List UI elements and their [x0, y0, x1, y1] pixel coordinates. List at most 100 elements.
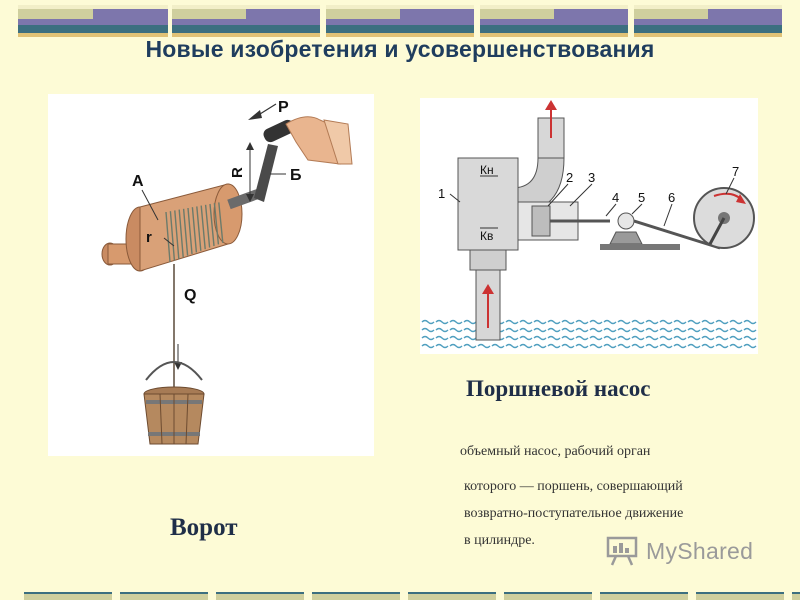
water-ripple: [659, 327, 673, 333]
water-ripple: [673, 327, 687, 333]
water-ripple: [617, 327, 631, 333]
water-ripple: [435, 319, 449, 325]
water-ripple: [659, 343, 673, 349]
drum: [125, 183, 243, 272]
presentation-board-icon: [606, 536, 638, 566]
water-ripple: [617, 319, 631, 325]
water-ripple: [687, 335, 701, 341]
water-ripple: [575, 319, 589, 325]
water-ripple: [687, 327, 701, 333]
decor-tile: [480, 5, 628, 37]
water-ripple: [505, 343, 519, 349]
water-ripple: [603, 327, 617, 333]
connecting-rod: [633, 219, 721, 250]
water-ripple: [491, 343, 505, 349]
water-ripple: [561, 343, 575, 349]
water-ripple: [533, 327, 547, 333]
pump-diagram: 1 2 3 4 5 6 7 Кн Кв: [420, 100, 758, 354]
water-ripple: [575, 343, 589, 349]
water-ripple: [631, 319, 645, 325]
pump-description-line-2: которого — поршень, совершающий: [464, 479, 683, 494]
water-ripple: [421, 319, 435, 325]
water-ripple: [449, 319, 463, 325]
water-ripple: [547, 319, 561, 325]
label-kn: Кн: [480, 163, 494, 177]
piston: [531, 205, 551, 237]
pump-body: [457, 157, 519, 251]
water-ripple: [449, 327, 463, 333]
watermark-text: MyShared: [646, 537, 754, 564]
drum-coil: [209, 203, 215, 247]
drum-coil: [218, 202, 224, 243]
water-ripple: [575, 327, 589, 333]
p-arrow: [259, 103, 277, 115]
label-1: 1: [438, 186, 445, 201]
water-ripple: [463, 327, 477, 333]
pump-caption: Поршневой насос: [466, 376, 651, 401]
water-ripple: [645, 319, 659, 325]
water-ripple: [421, 335, 435, 341]
water-ripple: [435, 327, 449, 333]
crank-arm: [254, 144, 278, 202]
water-ripple: [505, 327, 519, 333]
decor-tile: [172, 5, 320, 37]
water-ripple: [729, 343, 743, 349]
water-ripple: [729, 319, 743, 325]
water-ripple: [561, 327, 575, 333]
water-ripple: [631, 335, 645, 341]
label-r: R: [229, 167, 246, 178]
decor-tile: [408, 592, 496, 600]
water-ripple: [533, 335, 547, 341]
water-ripple: [505, 335, 519, 341]
water-ripple: [449, 343, 463, 349]
decor-tile: [120, 592, 208, 600]
label-7: 7: [732, 164, 739, 179]
winch-caption: Ворот: [170, 514, 238, 541]
water-ripple: [659, 335, 673, 341]
slide-title: Новые изобретения и усовершенствования: [145, 36, 655, 62]
water-ripple: [533, 343, 547, 349]
drum-coil: [182, 208, 189, 256]
water-ripple: [463, 319, 477, 325]
water-ripple: [561, 335, 575, 341]
water-ripple: [435, 343, 449, 349]
water-ripple: [701, 343, 715, 349]
label-6: 6: [668, 190, 675, 205]
top-decor-strip: [0, 5, 800, 39]
water-ripple: [547, 343, 561, 349]
label-2: 2: [566, 170, 573, 185]
water-ripple: [449, 335, 463, 341]
water-ripple: [519, 319, 533, 325]
label-q: Q: [184, 287, 196, 304]
decor-tile: [634, 5, 782, 37]
decor-tile: [792, 592, 800, 600]
water-ripple: [715, 319, 729, 325]
drum-coil: [169, 211, 176, 261]
water-ripple: [701, 335, 715, 341]
water-ripple: [561, 319, 575, 325]
water-ripple: [729, 327, 743, 333]
water-ripple: [673, 343, 687, 349]
water-ripple: [673, 319, 687, 325]
decor-tile: [504, 592, 592, 600]
pump-illustration: 1 2 3 4 5 6 7 Кн Кв: [420, 98, 758, 354]
drum-coil: [213, 203, 220, 245]
water-ripple: [519, 343, 533, 349]
winch-illustration: А P R Б r Q: [48, 94, 374, 456]
watermark: MyShared: [606, 536, 753, 566]
water-ripple: [589, 335, 603, 341]
water-ripple: [659, 319, 673, 325]
label-5: 5: [638, 190, 645, 205]
winch-diagram: А P R Б r Q: [101, 99, 353, 445]
water-ripple: [701, 319, 715, 325]
water-ripple: [505, 319, 519, 325]
label-a: А: [132, 173, 144, 190]
water-ripple: [645, 327, 659, 333]
water-ripple: [673, 335, 687, 341]
label-p: P: [278, 99, 289, 116]
drum-coil: [200, 205, 206, 250]
water-ripple: [477, 343, 491, 349]
water-ripple: [533, 319, 547, 325]
water-ripple: [743, 343, 757, 349]
water-ripple: [463, 335, 477, 341]
